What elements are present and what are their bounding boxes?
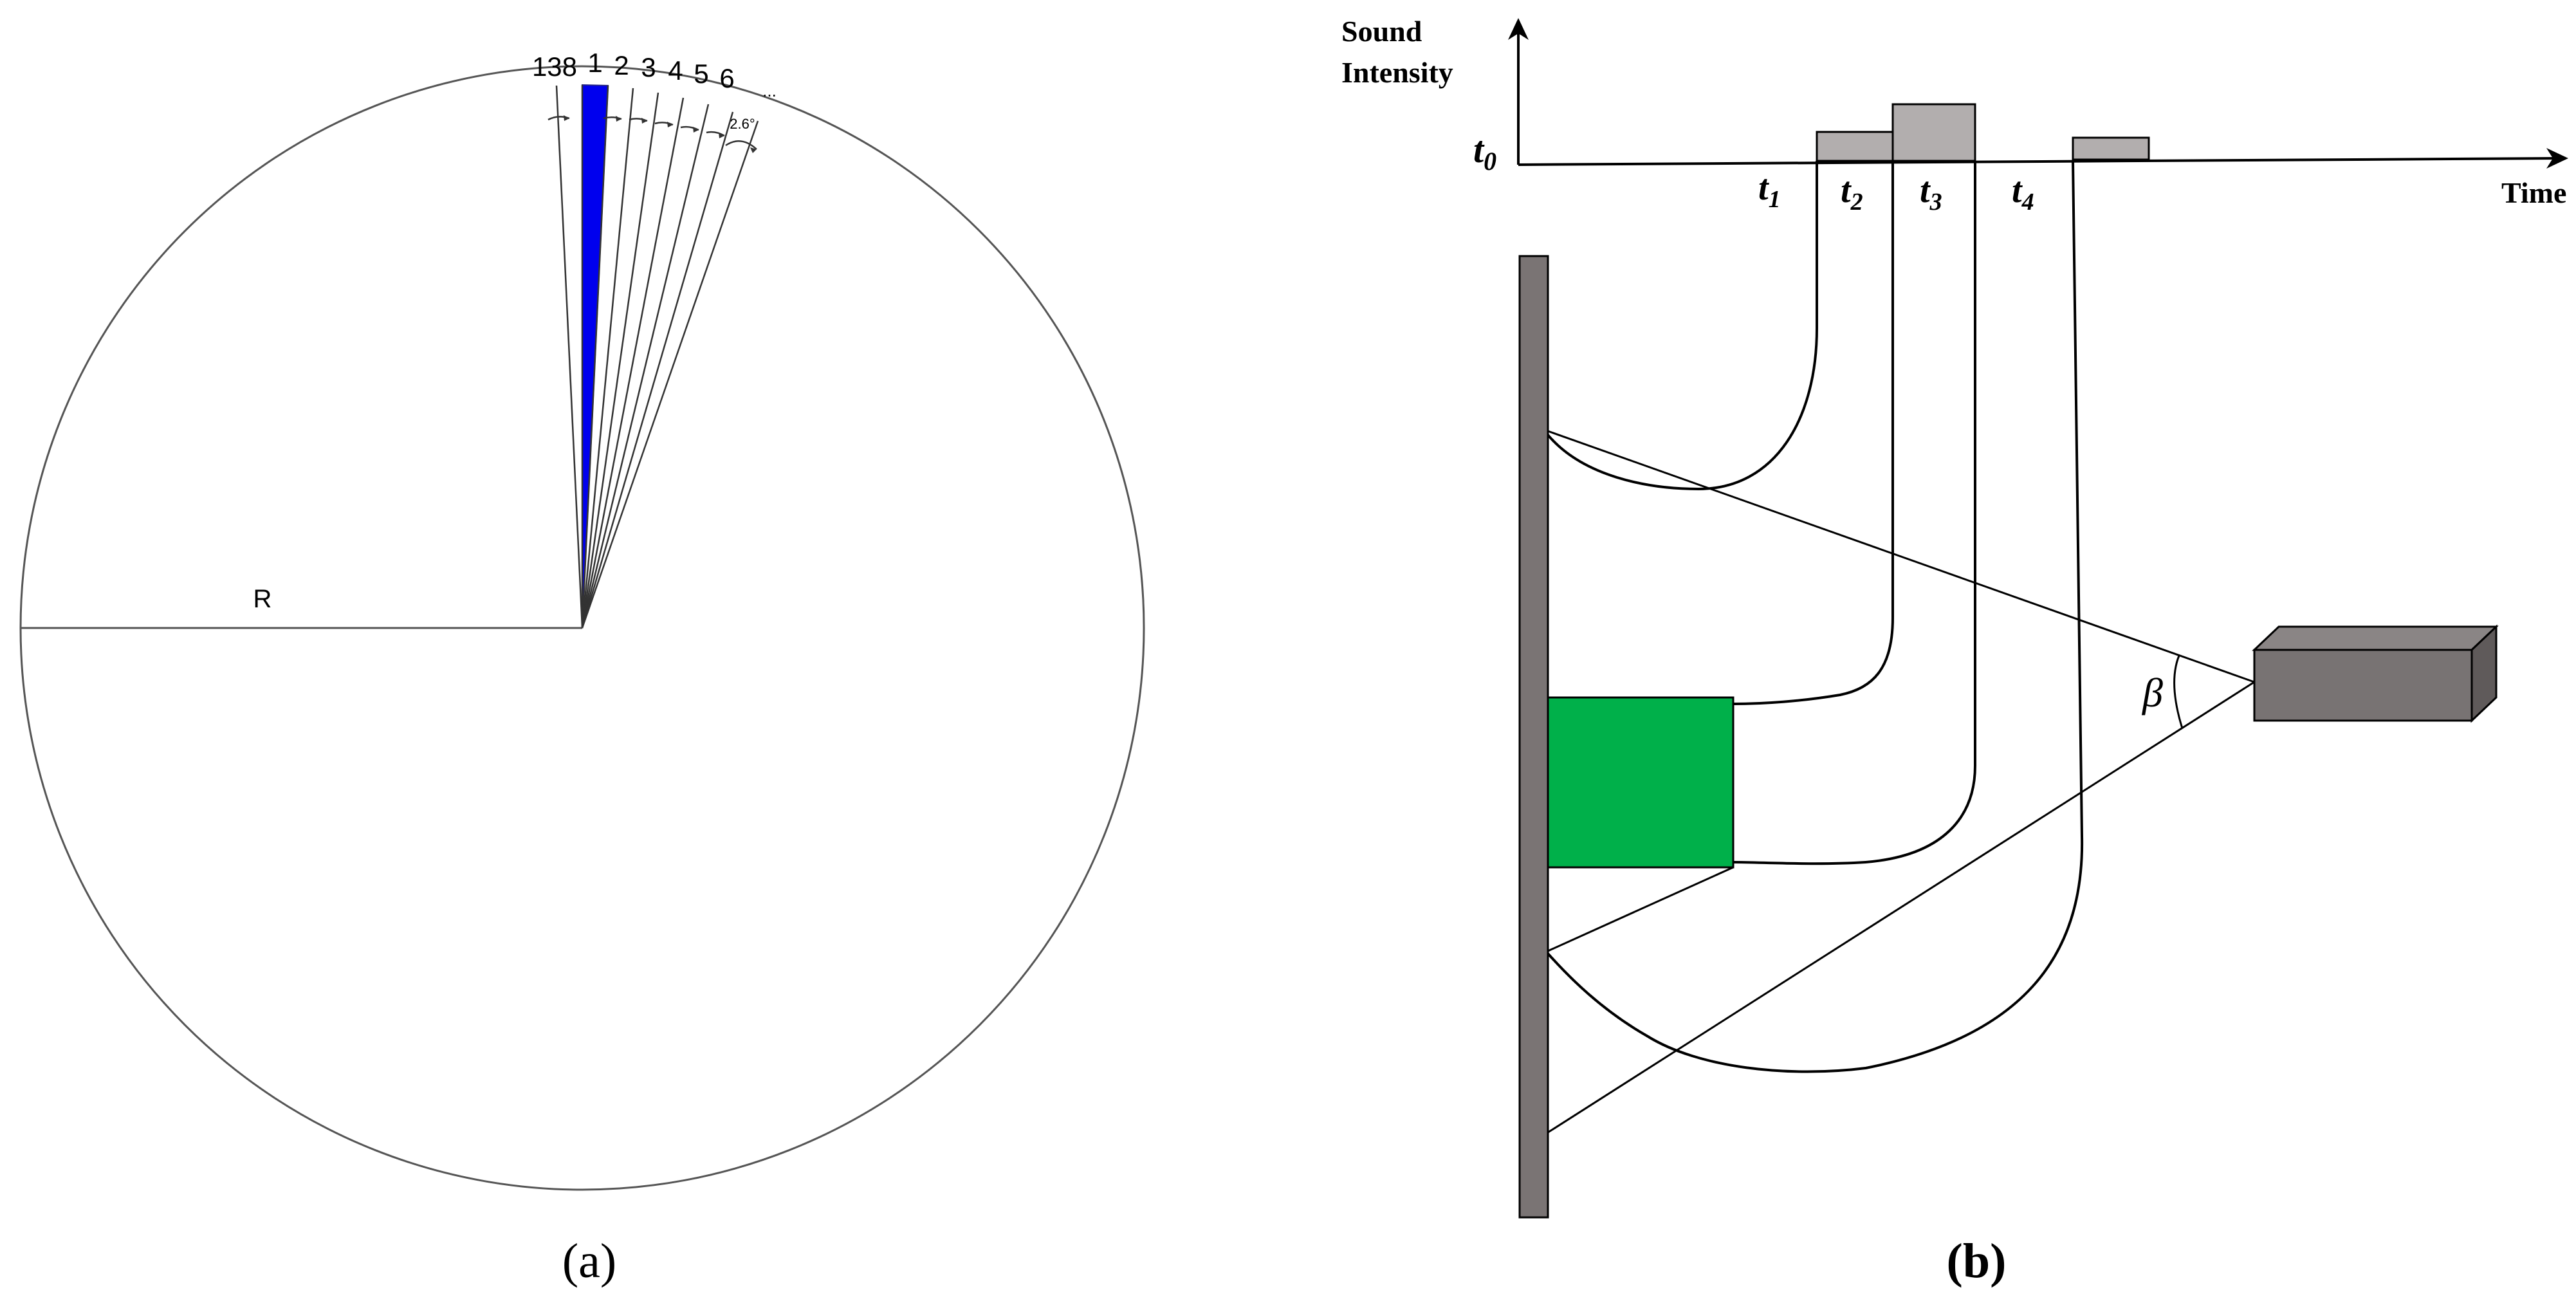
panel-b: Sound Intensity Time t0 t1 t2 t3 t4 β (1341, 15, 2568, 1288)
sensor (2252, 624, 2499, 723)
beta-arc (2173, 655, 2184, 729)
pulse-1 (1816, 131, 1894, 162)
arrow-head-4 (693, 127, 699, 133)
sector-ray-6 (581, 111, 734, 629)
origin-label: t0 (1473, 129, 1496, 176)
arrow-head-6 (750, 147, 757, 153)
sector-ray-138 (555, 85, 584, 629)
sector-label-1: 1 (587, 48, 602, 78)
arrow-head-5 (719, 133, 724, 138)
angle-label: 2.6° (730, 116, 755, 132)
object-to-wall-line (1547, 866, 1734, 952)
sector-ray-3 (581, 92, 659, 629)
sector-label-3: 3 (641, 52, 656, 82)
wall (1518, 255, 1549, 1219)
sector-label-4: 4 (668, 55, 683, 86)
arrow-head-2 (641, 118, 647, 124)
pulse-2 (1891, 103, 1976, 162)
x-axis (1518, 157, 2560, 166)
arrow-head-1 (616, 116, 621, 122)
echo-path-3 (1733, 161, 1976, 865)
time-label-t4-sub: 4 (2021, 189, 2034, 216)
radius-label: R (253, 585, 272, 613)
rotation-arrow-heads (564, 115, 757, 153)
sector-label-6: 6 (719, 63, 734, 93)
beam-lower (1547, 681, 2255, 1134)
obstacle-block (1547, 696, 1734, 869)
time-label-t1-sub: 1 (1769, 186, 1781, 213)
echo-path-2 (1733, 161, 1894, 705)
beta-label: β (2141, 670, 2163, 715)
sector-ray-2 (581, 88, 634, 629)
sector-label-138: 138 (532, 51, 577, 82)
sector-ray-1-right (581, 85, 609, 629)
x-axis-label: Time (2501, 176, 2566, 209)
x-axis-arrowhead (2546, 148, 2568, 169)
arrow-head-138 (564, 115, 569, 121)
time-label-t2: t2 (1841, 171, 1863, 216)
time-label-t3: t3 (1920, 171, 1942, 216)
echo-path-4 (1547, 160, 2084, 1073)
sector-label-5: 5 (694, 59, 708, 89)
sector-ray-7 (581, 120, 759, 629)
rotation-arrow-6 (725, 140, 757, 150)
caption-b: (b) (1947, 1234, 2007, 1288)
sector-rays (555, 85, 759, 629)
panel-a: R (19, 48, 1145, 1288)
sector-ray-5 (581, 104, 710, 629)
y-axis-label-line2: Intensity (1341, 56, 1453, 89)
echo-path-1 (1547, 161, 1818, 491)
sensor-top-face (2252, 625, 2499, 651)
time-label-t1: t1 (1758, 168, 1781, 213)
time-label-t3-sub: 3 (1929, 189, 1942, 216)
arrow-head-3 (667, 122, 673, 127)
time-label-t2-sub: 2 (1850, 189, 1863, 216)
origin-label-sub: 0 (1484, 147, 1496, 176)
y-axis-arrowhead (1508, 18, 1529, 40)
sector-label-2: 2 (614, 50, 629, 80)
pulse-3 (2072, 136, 2150, 161)
caption-a: (a) (562, 1234, 616, 1288)
sector-ellipsis: ... (762, 81, 777, 100)
sensor-front-face (2253, 649, 2473, 722)
beam-upper (1547, 430, 2255, 683)
sector-ray-4 (581, 97, 685, 629)
time-label-t4: t4 (2012, 171, 2034, 216)
y-axis-label-line1: Sound (1341, 15, 1422, 48)
